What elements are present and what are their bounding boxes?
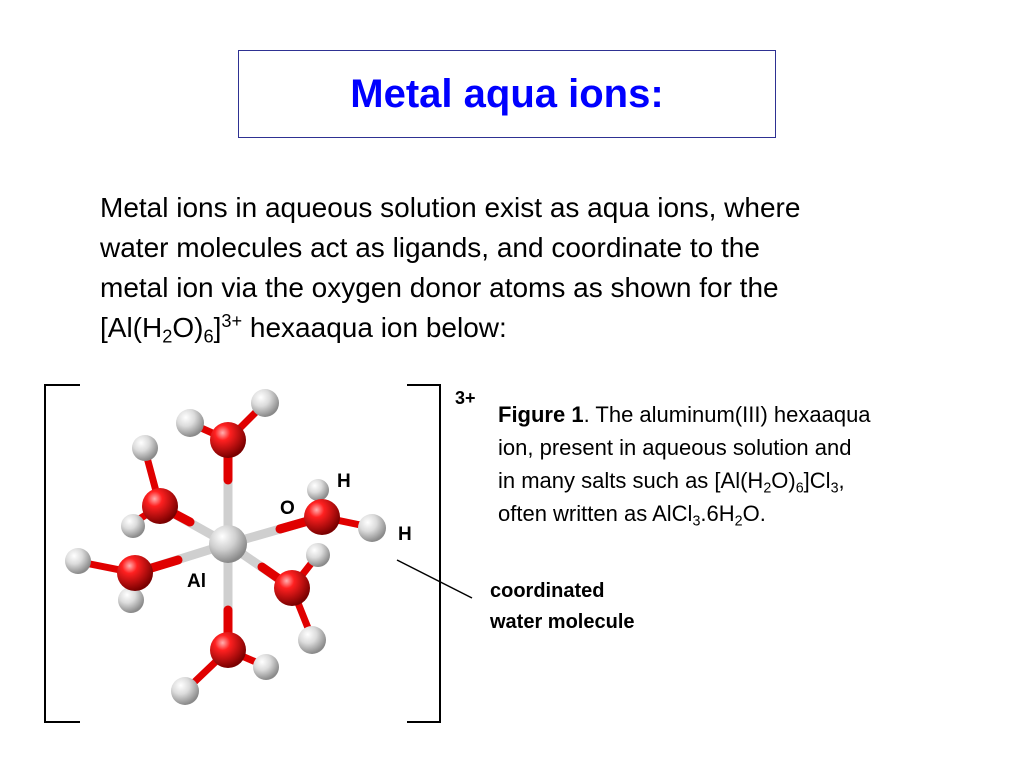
hydrogen-atom [118, 587, 144, 613]
caption-sub: 2 [734, 513, 743, 530]
hydrogen-atom [298, 626, 326, 654]
oxygen-atom [210, 632, 246, 668]
formula-sub-2: 2 [162, 326, 173, 347]
caption-text-3a: in many salts such as [Al(H [498, 468, 764, 493]
oxygen-atom [142, 488, 178, 524]
formula-mid: O) [172, 312, 204, 343]
left-bracket [44, 384, 80, 723]
body-line-1: Metal ions in aqueous solution exist as … [100, 192, 801, 223]
hydrogen-atom [65, 548, 91, 574]
caption-text-3b: O) [771, 468, 796, 493]
oxygen-atoms [117, 422, 340, 668]
caption-sub: 6 [795, 480, 804, 497]
caption-text-1: . The aluminum(III) hexaaqua [583, 402, 871, 427]
formula-close: ] [213, 312, 222, 343]
caption-sub: 2 [763, 480, 772, 497]
figure-caption: Figure 1. The aluminum(III) hexaaqua ion… [498, 398, 998, 530]
caption-text-4b: .6H [700, 501, 735, 526]
title-box: Metal aqua ions: [238, 50, 776, 138]
body-line-4-end: hexaaqua ion below: [242, 312, 507, 343]
label-hydrogen-2: H [398, 524, 412, 545]
label-oxygen: O [280, 498, 295, 519]
page-title: Metal aqua ions: [350, 71, 664, 116]
caption-text-3c: ]Cl [803, 468, 831, 493]
formula-open: [Al(H [100, 312, 163, 343]
complex-charge: 3+ [455, 388, 476, 408]
body-line-2: water molecules act as ligands, and coor… [100, 232, 760, 263]
body-paragraph: Metal ions in aqueous solution exist as … [100, 188, 980, 348]
caption-text-4c: O. [742, 501, 766, 526]
hydrogen-atom [253, 654, 279, 680]
callout-label-2: water molecule [489, 611, 635, 633]
right-bracket [407, 384, 441, 723]
formula-sub-6: 6 [203, 326, 214, 347]
hydrogen-atom [306, 543, 330, 567]
caption-sub: 3 [830, 480, 839, 497]
hydrogen-atom [251, 389, 279, 417]
hydrogen-atom [171, 677, 199, 705]
caption-text-2: ion, present in aqueous solution and [498, 435, 852, 460]
aluminum-atom [209, 525, 247, 563]
oxygen-atom [304, 499, 340, 535]
hydrogen-atoms [65, 389, 386, 705]
figure-label: Figure 1 [498, 402, 584, 427]
body-line-3: metal ion via the oxygen donor atoms as … [100, 272, 779, 303]
caption-text-3d: , [838, 468, 845, 493]
hydrogen-atom [121, 514, 145, 538]
callout-label-1: coordinated [490, 580, 604, 602]
formula-charge: 3+ [221, 311, 243, 331]
hydrogen-atom [358, 514, 386, 542]
label-aluminum: Al [187, 571, 206, 592]
caption-sub: 3 [692, 513, 701, 530]
hydrogen-atom [307, 479, 329, 501]
label-hydrogen-1: H [337, 471, 351, 492]
callout-line [396, 559, 473, 599]
hydrogen-atom [132, 435, 158, 461]
oxygen-atom [274, 570, 310, 606]
caption-text-4a: often written as AlCl [498, 501, 693, 526]
oxygen-atom [210, 422, 246, 458]
oxygen-atom [117, 555, 153, 591]
hydrogen-atom [176, 409, 204, 437]
